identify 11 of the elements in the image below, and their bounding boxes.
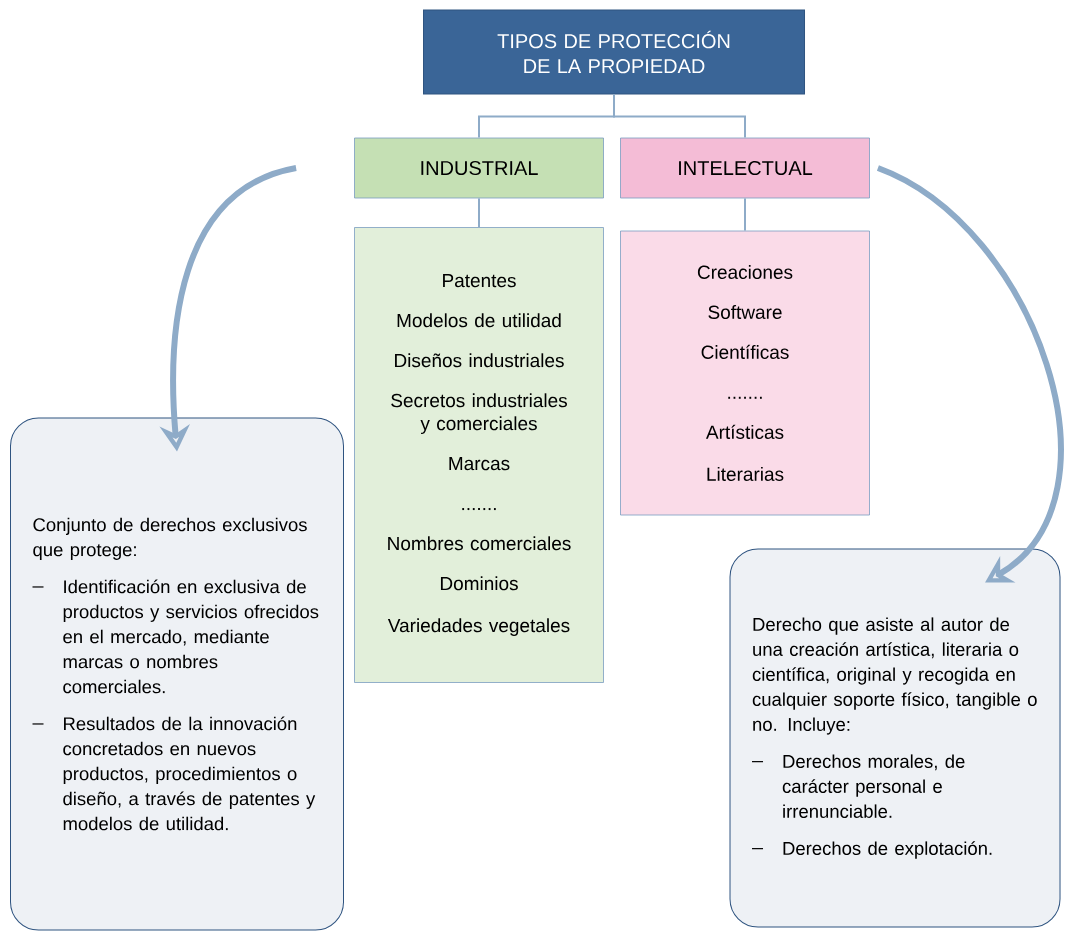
definition-box: Conjunto de derechos exclusivos que protege: Identificación en exclusiva de productos y servicios ofrecidos en el mercado, mediante marcas o nombres comerciales. Resultados de la innovación concretados en nuevos productos, procedimientos o diseño, a través de patentes y modelos de utilidad. xyxy=(10,417,344,931)
connector-line xyxy=(478,197,480,229)
list-box: Creaciones Software Científicas ....... Artísticas Literarias xyxy=(620,230,870,516)
definition-box: Derecho que asiste al autor de una creación artística, literaria o científica, original y recogida en cualquier soporte físico, tangible o no. Incluye: Derechos morales, de carácter personal e irrenunciable. Derechos de explotación. xyxy=(729,548,1061,928)
connector-line xyxy=(613,93,746,139)
title-box: TIPOS DE PROTECCIÓN DE LA PROPIEDAD xyxy=(423,9,805,95)
category-box: INTELECTUAL xyxy=(620,137,870,199)
curved-arrow xyxy=(876,165,1064,583)
connector-line xyxy=(744,197,746,232)
list-box: Patentes Modelos de utilidad Diseños industriales Secretos industriales y comerciales Marcas ....... Nombres comerciales Dominios Variedades vegetales xyxy=(354,227,604,683)
category-box: INDUSTRIAL xyxy=(354,137,604,199)
